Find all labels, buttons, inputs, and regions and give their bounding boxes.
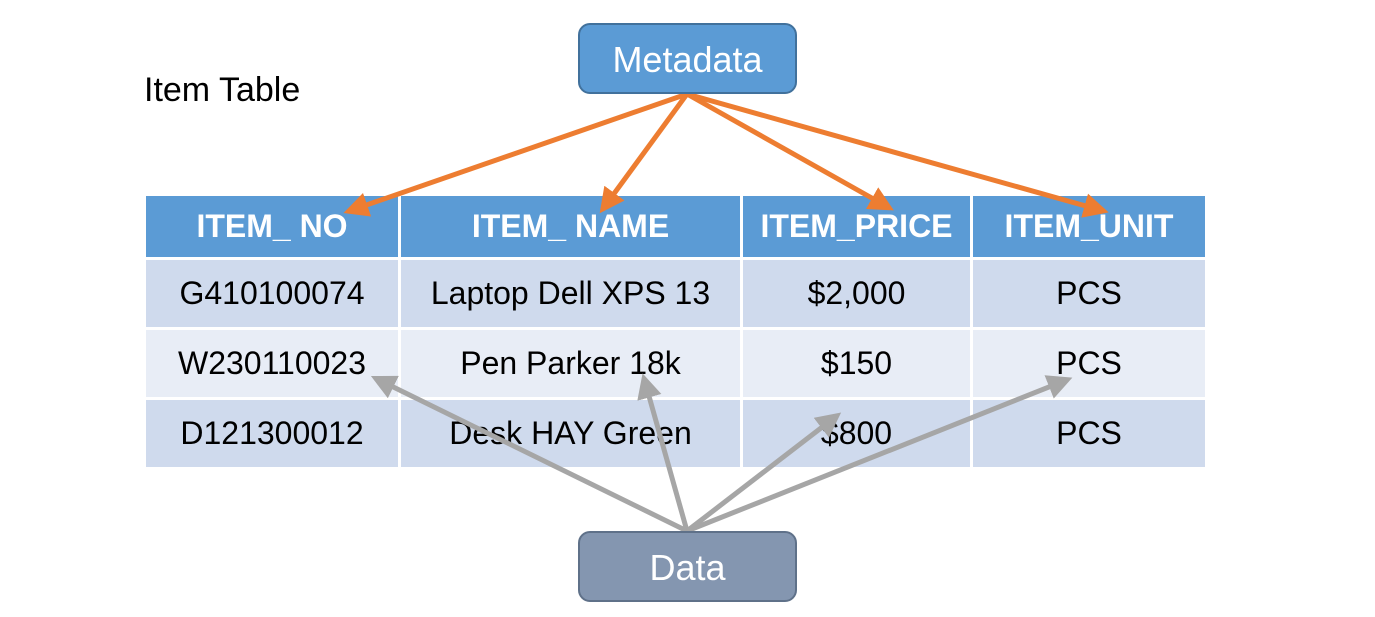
table-header-row: ITEM_ NO ITEM_ NAME ITEM_PRICE ITEM_UNIT (143, 193, 1208, 260)
table-row: W230110023 Pen Parker 18k $150 PCS (143, 327, 1208, 400)
cell-item-no: W230110023 (143, 327, 401, 400)
metadata-box: Metadata (578, 23, 797, 94)
cell-item-name: Desk HAY Green (398, 397, 743, 470)
cell-item-price: $2,000 (740, 257, 973, 330)
cell-item-unit: PCS (970, 327, 1208, 400)
metadata-arrow-item-price (685, 91, 894, 211)
cell-item-unit: PCS (970, 397, 1208, 470)
column-header-item-name: ITEM_ NAME (398, 193, 743, 260)
cell-item-no: D121300012 (143, 397, 401, 470)
data-box: Data (578, 531, 797, 602)
cell-item-no: G410100074 (143, 257, 401, 330)
cell-item-price: $800 (740, 397, 973, 470)
cell-item-price: $150 (740, 327, 973, 400)
column-header-item-no: ITEM_ NO (143, 193, 401, 260)
column-header-item-price: ITEM_PRICE (740, 193, 973, 260)
cell-item-unit: PCS (970, 257, 1208, 330)
cell-item-name: Laptop Dell XPS 13 (398, 257, 743, 330)
column-header-item-unit: ITEM_UNIT (970, 193, 1208, 260)
cell-item-name: Pen Parker 18k (398, 327, 743, 400)
metadata-arrow-item-name (599, 92, 690, 214)
table-row: G410100074 Laptop Dell XPS 13 $2,000 PCS (143, 257, 1208, 330)
item-table: ITEM_ NO ITEM_ NAME ITEM_PRICE ITEM_UNIT… (143, 193, 1208, 470)
diagram-title: Item Table (144, 71, 301, 109)
table-row: D121300012 Desk HAY Green $800 PCS (143, 397, 1208, 470)
